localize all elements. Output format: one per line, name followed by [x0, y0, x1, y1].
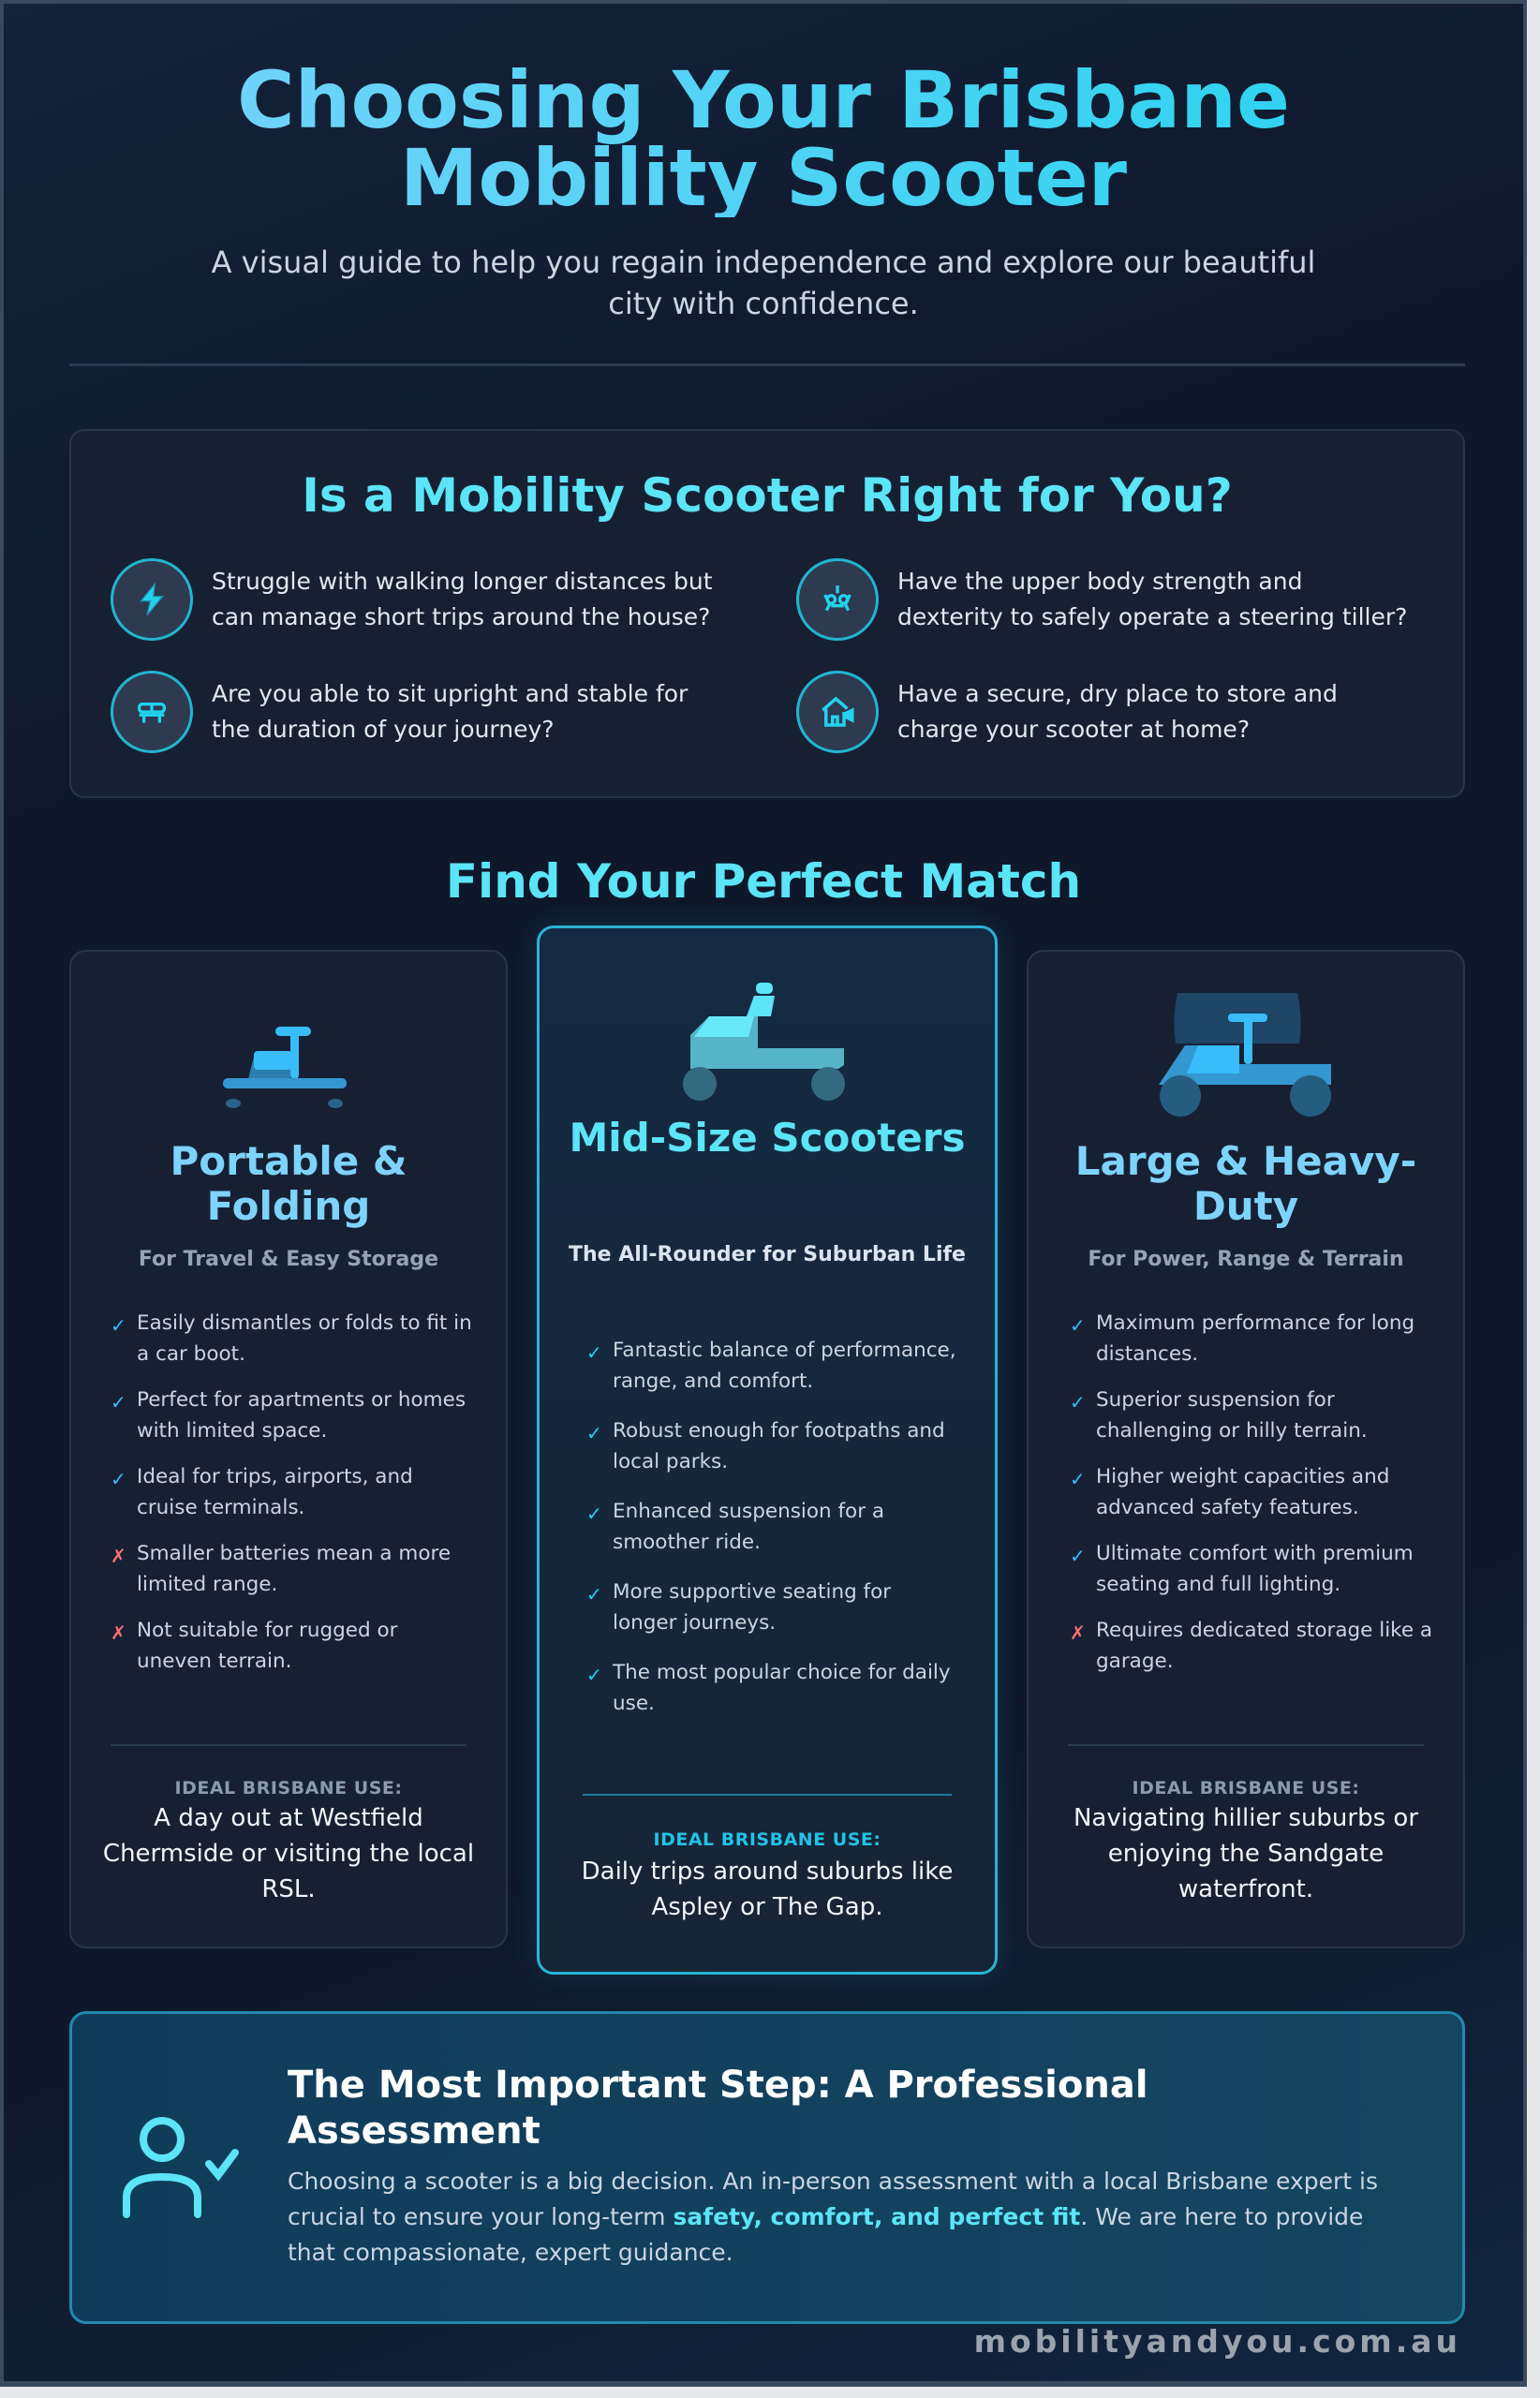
feature-item: ✓Ultimate comfort with premium seating a… — [1064, 1538, 1437, 1600]
page-title: Choosing Your Brisbane Mobility Scooter — [4, 62, 1523, 217]
check-icon: ✓ — [1070, 1314, 1086, 1337]
steering-tiller-icon — [796, 558, 879, 641]
scooter-card-mid-size[interactable]: Mid-Size Scooters The All-Rounder for Su… — [537, 925, 998, 1975]
feature-item: ✓Fantastic balance of performance, range… — [581, 1335, 957, 1397]
feature-item: ✗Requires dedicated storage like a garag… — [1064, 1615, 1437, 1677]
card-title: Large & Heavy-Duty — [1074, 1138, 1417, 1229]
feature-item: ✓Easily dismantles or folds to fit in a … — [105, 1308, 478, 1369]
feature-item: ✓Enhanced suspension for a smoother ride… — [581, 1496, 957, 1558]
heavy-duty-scooter-icon — [1029, 993, 1463, 1117]
check-icon: ✓ — [1070, 1468, 1086, 1490]
ideal-use-label: IDEAL BRISBANE USE: — [1132, 1778, 1360, 1798]
check-icon: ✓ — [586, 1502, 602, 1525]
header-divider — [69, 363, 1465, 366]
feature-item: ✗Smaller batteries mean a more limited r… — [105, 1538, 478, 1600]
suitability-item: Struggle with walking longer distances b… — [111, 558, 729, 641]
cross-icon: ✗ — [111, 1621, 126, 1644]
suitability-item: Have the upper body strength and dexteri… — [796, 558, 1414, 641]
check-icon: ✓ — [586, 1341, 602, 1364]
check-icon: ✓ — [586, 1583, 602, 1606]
assessment-callout: The Most Important Step: A Professional … — [69, 2011, 1465, 2324]
check-icon: ✓ — [586, 1422, 602, 1444]
feature-item: ✓More supportive seating for longer jour… — [581, 1576, 957, 1638]
suitability-panel: Is a Mobility Scooter Right for You? Str… — [69, 429, 1465, 798]
card-subtitle: For Power, Range & Terrain — [1088, 1248, 1404, 1271]
feature-item: ✓Maximum performance for long distances. — [1064, 1308, 1437, 1369]
match-section-title: Find Your Perfect Match — [445, 854, 1082, 909]
ideal-use-text: Daily trips around suburbs like Aspley o… — [581, 1858, 954, 1921]
ideal-use-text: A day out at Westfield Chermside or visi… — [102, 1804, 475, 1903]
check-icon: ✓ — [111, 1314, 126, 1337]
check-icon: ✓ — [1070, 1391, 1086, 1414]
home-garage-icon — [796, 671, 879, 753]
cross-icon: ✗ — [1070, 1621, 1086, 1644]
assessment-title: The Most Important Step: A Professional … — [288, 2064, 1148, 2153]
card-features: ✓Fantastic balance of performance, range… — [581, 1335, 957, 1719]
check-icon: ✓ — [1070, 1545, 1086, 1567]
card-divider — [111, 1744, 466, 1746]
suitability-title: Is a Mobility Scooter Right for You? — [302, 468, 1233, 523]
ideal-use-text: Navigating hillier suburbs or enjoying t… — [1073, 1804, 1419, 1903]
ideal-use-label: IDEAL BRISBANE USE: — [174, 1778, 403, 1798]
seat-icon — [111, 671, 193, 753]
card-subtitle: The All-Rounder for Suburban Life — [569, 1243, 966, 1266]
card-features: ✓Easily dismantles or folds to fit in a … — [105, 1308, 478, 1677]
check-icon: ✓ — [111, 1468, 126, 1490]
feature-item: ✓The most popular choice for daily use. — [581, 1657, 957, 1719]
title-line-2: Mobility Scooter — [399, 132, 1128, 224]
feature-item: ✓Ideal for trips, airports, and cruise t… — [105, 1461, 478, 1523]
feature-item: ✓Perfect for apartments or homes with li… — [105, 1384, 478, 1446]
feature-item: ✗Not suitable for rugged or uneven terra… — [105, 1615, 478, 1677]
scooter-card-portable[interactable]: Portable & Folding For Travel & Easy Sto… — [69, 950, 508, 1948]
card-subtitle: For Travel & Easy Storage — [138, 1248, 439, 1271]
card-features: ✓Maximum performance for long distances.… — [1064, 1308, 1437, 1677]
feature-item: ✓Higher weight capacities and advanced s… — [1064, 1461, 1437, 1523]
page-subtitle: A visual guide to help you regain indepe… — [211, 244, 1316, 321]
suitability-item: Have a secure, dry place to store and ch… — [796, 671, 1414, 753]
check-icon: ✓ — [111, 1391, 126, 1414]
assessment-body: Choosing a scooter is a big decision. An… — [288, 2168, 1378, 2266]
card-divider — [1068, 1744, 1424, 1746]
feature-item: ✓Superior suspension for challenging or … — [1064, 1384, 1437, 1446]
card-title: Portable & Folding — [170, 1138, 407, 1229]
suitability-item: Are you able to sit upright and stable f… — [111, 671, 729, 753]
ideal-use-label: IDEAL BRISBANE USE: — [653, 1829, 881, 1850]
scooter-card-heavy-duty[interactable]: Large & Heavy-Duty For Power, Range & Te… — [1027, 950, 1465, 1948]
cross-icon: ✗ — [111, 1545, 126, 1567]
website-watermark: mobilityandyou.com.au — [973, 2323, 1461, 2360]
portable-scooter-icon — [71, 1027, 506, 1113]
card-divider — [583, 1794, 952, 1796]
user-check-icon — [119, 2117, 241, 2224]
assessment-highlight: safety, comfort, and perfect fit — [673, 2203, 1081, 2230]
feature-item: ✓Robust enough for footpaths and local p… — [581, 1415, 957, 1477]
lightning-icon — [111, 558, 193, 641]
card-title: Mid-Size Scooters — [569, 1115, 966, 1161]
mid-size-scooter-icon — [540, 983, 995, 1103]
check-icon: ✓ — [586, 1664, 602, 1686]
